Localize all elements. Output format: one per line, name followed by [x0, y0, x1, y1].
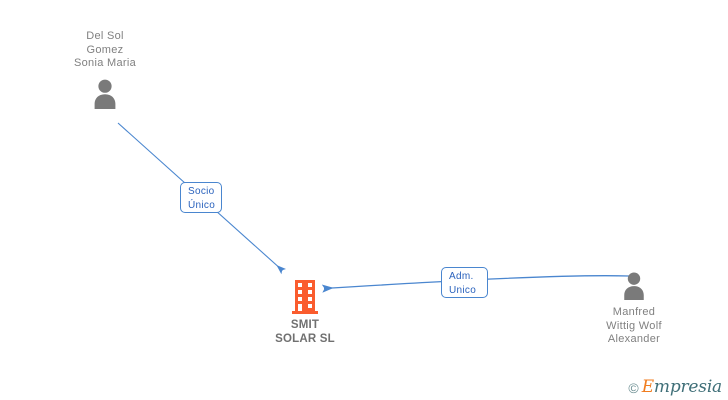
edge-adm-unico-line — [321, 275, 630, 293]
person-name-label: Del Sol Gomez Sonia Maria — [74, 30, 136, 69]
edge-label-socio-unico[interactable]: Socio Único — [180, 182, 222, 213]
person-name-label: Manfred Wittig Wolf Alexander — [606, 306, 662, 345]
empresia-watermark: © Empresia — [628, 379, 722, 396]
copyright-icon: © — [628, 379, 639, 396]
brand-rest: mpresia — [653, 377, 722, 397]
node-person-del-sol-gomez-sonia-maria[interactable]: Del Sol Gomez Sonia Maria — [35, 30, 175, 109]
node-company-smit-solar-sl[interactable]: SMIT SOLAR SL — [235, 280, 375, 346]
node-person-manfred-wittig-wolf-alexander[interactable]: Manfred Wittig Wolf Alexander — [564, 264, 704, 347]
company-name-label: SMIT SOLAR SL — [275, 319, 335, 345]
building-icon — [292, 280, 318, 314]
brand-initial: E — [641, 377, 654, 397]
person-icon — [624, 272, 644, 300]
brand-wordmark: Empresia — [641, 377, 723, 397]
edge-label-adm-unico[interactable]: Adm. Unico — [441, 267, 488, 298]
person-icon — [94, 79, 116, 109]
